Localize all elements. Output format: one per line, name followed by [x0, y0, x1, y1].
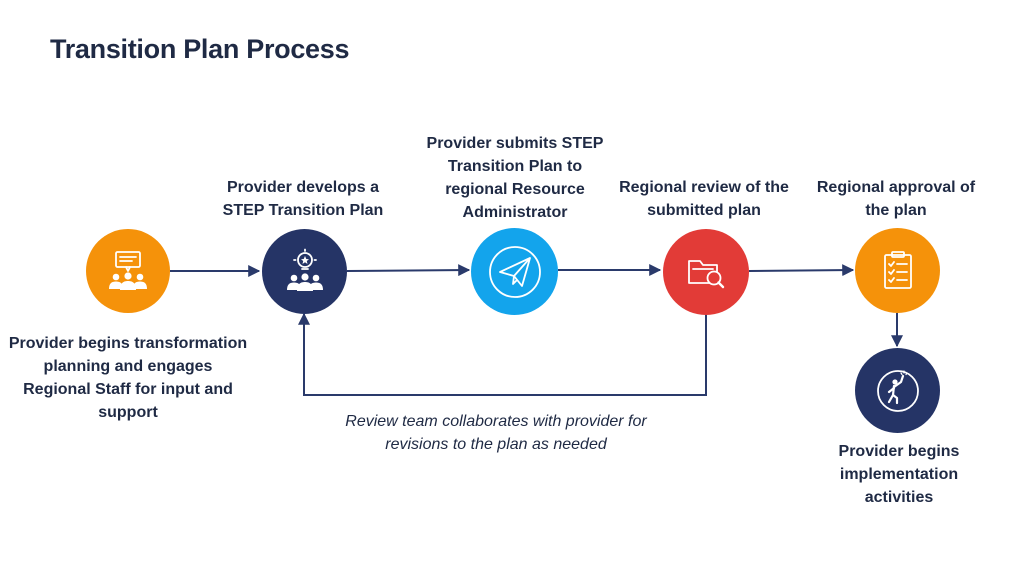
step-4-circle: [663, 229, 749, 315]
folder-search-icon: [688, 260, 725, 289]
step-4-label: Regional review of the submitted plan: [619, 179, 789, 219]
step-6-label: Provider begins implementation activitie…: [838, 443, 960, 506]
step-2-circle: [262, 229, 347, 314]
step-3-circle: [471, 228, 558, 315]
step-5-circle: [855, 228, 940, 313]
step-2-label: Provider develops a STEP Transition Plan: [222, 179, 384, 219]
page-title: Transition Plan Process: [50, 34, 350, 64]
idea-team-icon: [286, 248, 323, 291]
presentation-group-icon: [109, 251, 147, 290]
step-1-circle: [86, 229, 170, 313]
person-celebrating-icon: [876, 369, 919, 412]
arrow-step2-to-step3: [346, 264, 471, 277]
step-5-label: Regional approval of the plan: [816, 179, 976, 219]
arrow-step4-to-step5: [748, 264, 855, 277]
step-6-circle: [855, 348, 940, 433]
step-1-label: Provider begins transformation planning …: [8, 335, 248, 421]
feedback-loop-caption: Review team collaborates with provider f…: [345, 413, 647, 453]
paper-plane-icon: [488, 245, 541, 298]
checklist-icon: [883, 250, 912, 289]
feedback-loop-arrow: [298, 312, 707, 396]
step-3-label: Provider submits STEP Transition Plan to…: [426, 135, 604, 221]
